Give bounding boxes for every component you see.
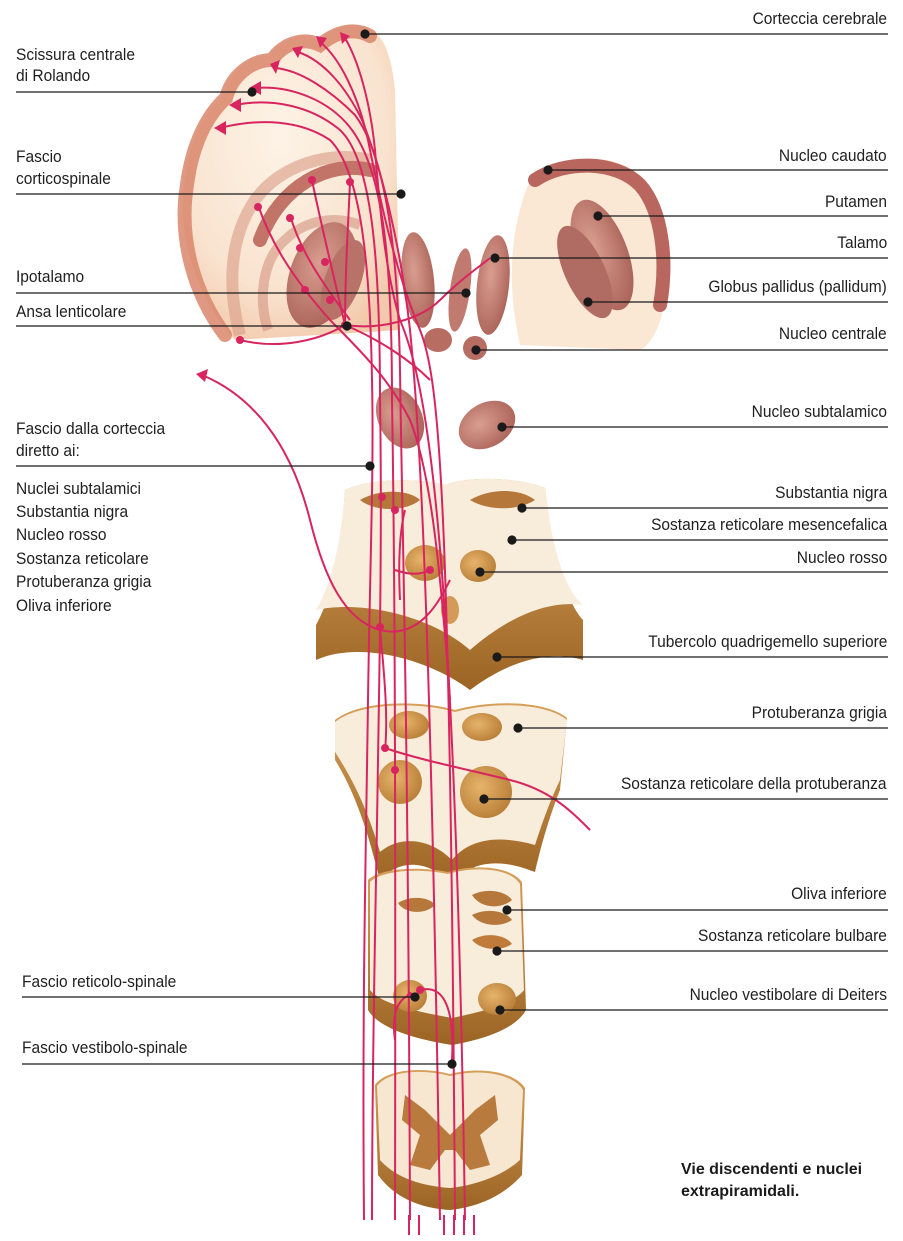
label-oliva-inferiore: Oliva inferiore xyxy=(791,884,887,905)
label-fascio-cs-line1: Fascio xyxy=(16,147,62,168)
label-ansa-lenticolare: Ansa lenticolare xyxy=(16,302,126,323)
label-scissura-line2: di Rolando xyxy=(16,66,90,87)
label-substantia-nigra: Substantia nigra xyxy=(775,483,887,504)
label-nucleo-subtalamico: Nucleo subtalamico xyxy=(752,402,887,423)
target-list-item: Nucleo rosso xyxy=(16,525,107,546)
label-ipotalamo: Ipotalamo xyxy=(16,267,84,288)
label-sostanza-reticolare-bulbare: Sostanza reticolare bulbare xyxy=(698,926,887,947)
target-list-item: Sostanza reticolare xyxy=(16,549,149,570)
target-list-item: Oliva inferiore xyxy=(16,596,112,617)
caption-line2: extrapiramidali. xyxy=(681,1181,799,1202)
label-globus-pallidus: Globus pallidus (pallidum) xyxy=(709,277,887,298)
caption-line1: Vie discendenti e nuclei xyxy=(681,1159,862,1180)
label-scissura-line1: Scissura centrale xyxy=(16,45,135,66)
subthalamic-nuclei xyxy=(367,380,524,459)
label-fascio-reticolo-spinale: Fascio reticolo-spinale xyxy=(22,972,176,993)
label-nucleo-centrale: Nucleo centrale xyxy=(779,324,887,345)
target-list-item: Protuberanza grigia xyxy=(16,572,151,593)
spinal-exit-ticks xyxy=(409,1215,474,1235)
label-sostanza-reticolare-mesencefalica: Sostanza reticolare mesencefalica xyxy=(651,515,887,536)
label-nucleo-rosso: Nucleo rosso xyxy=(796,548,887,569)
label-nucleo-deiters: Nucleo vestibolare di Deiters xyxy=(690,985,887,1006)
label-talamo: Talamo xyxy=(837,233,887,254)
label-fascio-vestibolo-spinale: Fascio vestibolo-spinale xyxy=(22,1038,188,1059)
label-fascio-corteccia-line2: diretto ai: xyxy=(16,441,80,462)
label-putamen: Putamen xyxy=(825,192,887,213)
label-protuberanza-grigia: Protuberanza grigia xyxy=(752,703,887,724)
medulla-section xyxy=(368,867,526,1045)
label-tubercolo-quadrigemello: Tubercolo quadrigemello superiore xyxy=(648,632,887,653)
midbrain-section xyxy=(316,479,583,690)
right-hemisphere-section xyxy=(397,159,667,360)
spinal-cord-section xyxy=(375,1070,525,1210)
label-fascio-cs-line2: corticospinale xyxy=(16,169,111,190)
label-sostanza-reticolare-protuberanza: Sostanza reticolare della protuberanza xyxy=(621,774,887,795)
target-list-item: Nuclei subtalamici xyxy=(16,479,141,500)
label-nucleo-caudato: Nucleo caudato xyxy=(779,146,887,167)
target-list-item: Substantia nigra xyxy=(16,502,128,523)
label-fascio-corteccia-line1: Fascio dalla corteccia xyxy=(16,419,165,440)
label-corteccia-cerebrale: Corteccia cerebrale xyxy=(753,9,887,30)
